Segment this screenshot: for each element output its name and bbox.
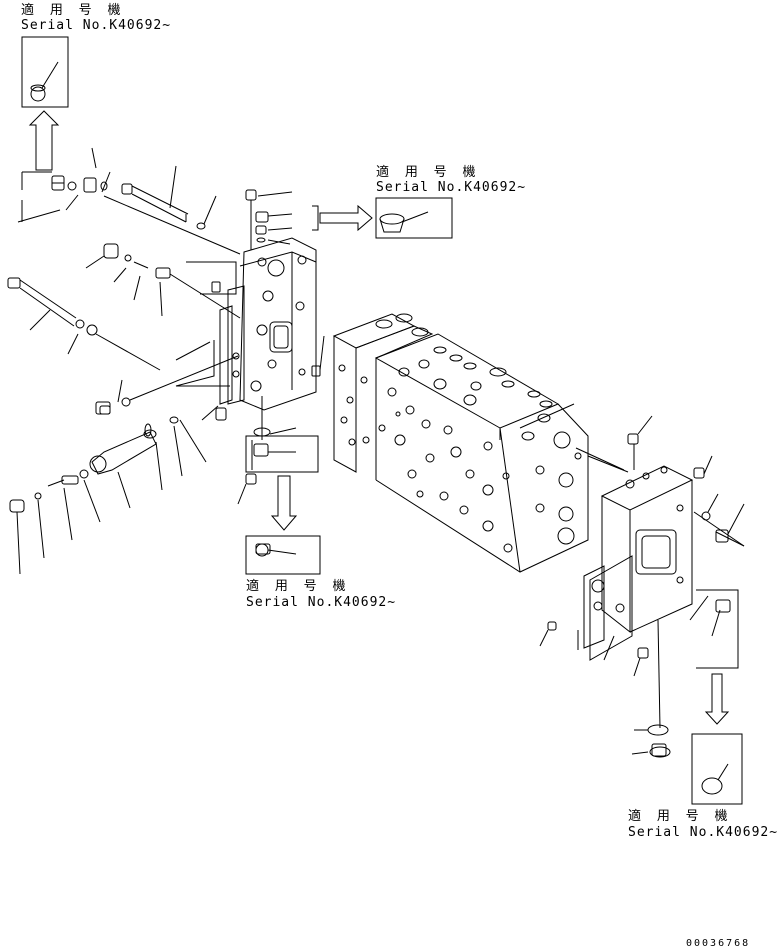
arrow-down-middle — [272, 476, 296, 530]
long-bolt-upper — [104, 166, 240, 254]
serial-label-middle: Serial No.K40692~ — [246, 595, 397, 610]
arrow-up-top-left — [30, 111, 58, 170]
arrow-down-right — [706, 674, 728, 724]
plug-fitting-top-left — [52, 148, 110, 210]
long-bolt-lower — [8, 278, 160, 370]
serial-label-right: Serial No.K40692~ — [628, 825, 779, 840]
callout-box-top-middle — [376, 198, 452, 238]
callout-box-middle — [246, 536, 320, 574]
applicable-label-top-left: 適 用 号 機 — [21, 3, 125, 18]
valve-section-right — [540, 416, 744, 757]
drawing-code: 00036768 — [686, 938, 751, 949]
bottom-fittings-left-block — [238, 396, 318, 504]
callout-box-top-left — [22, 37, 68, 107]
callout-box-right — [692, 734, 742, 804]
applicable-label-top-middle: 適 用 号 機 — [376, 165, 480, 180]
main-valve-bank — [334, 314, 588, 572]
applicable-label-middle: 適 用 号 機 — [246, 579, 350, 594]
applicable-label-right: 適 用 号 機 — [628, 809, 732, 824]
spool-assembly — [10, 356, 238, 574]
serial-label-top-left: Serial No.K40692~ — [21, 18, 172, 33]
top-fittings-left-block — [246, 190, 318, 250]
serial-label-top-middle: Serial No.K40692~ — [376, 180, 527, 195]
fittings-row-2 — [86, 244, 240, 318]
valve-section-left — [212, 238, 324, 410]
arrow-right-top-middle — [320, 206, 372, 230]
